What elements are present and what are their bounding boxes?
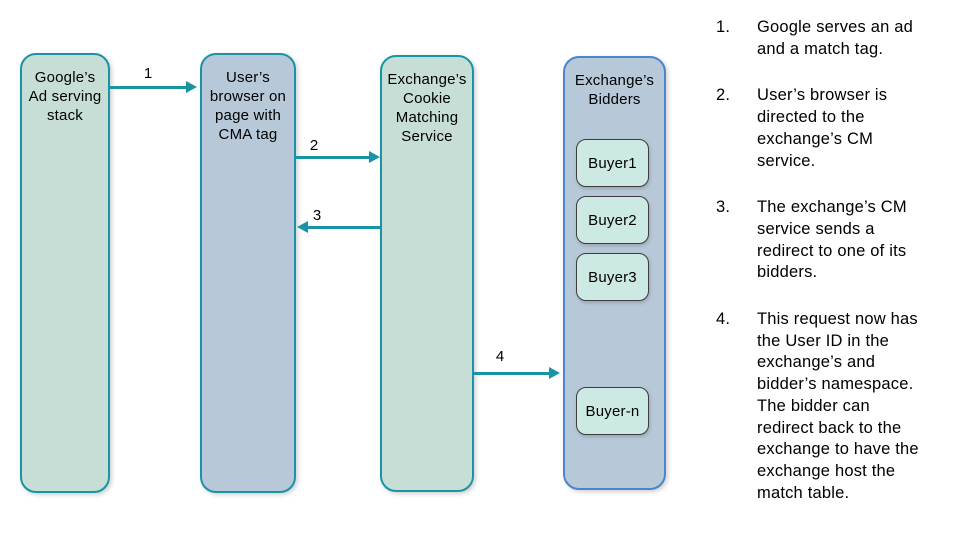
arrow-3-line [308,226,380,229]
arrow-3-head-left-icon [297,221,308,233]
step-text: Google serves an ad and a match tag. [757,18,914,58]
node-cookie-matching-service: Exchange’s Cookie Matching Service [380,55,474,492]
steps-list: 1. Google serves an ad and a match tag. … [712,17,958,529]
step-text: This request now has the User ID in the … [757,310,919,502]
step-number: 2. [716,86,731,105]
node-google-label: Google’s Ad serving stack [28,69,102,124]
arrow-1-head-right-icon [186,81,197,93]
arrow-2-head-right-icon [369,151,380,163]
buyer-n-label: Buyer-n [585,402,640,420]
step-number: 1. [716,18,731,36]
step-item-2: 2. User’s browser is directed to the exc… [712,85,958,172]
arrow-4-label: 4 [495,348,505,365]
buyer3-label: Buyer3 [588,268,637,286]
buyer1-label: Buyer1 [588,154,637,172]
step-text: User’s browser is directed to the exchan… [757,86,888,170]
step-item-4: 4. This request now has the User ID in t… [712,309,958,504]
step-number: 4. [716,310,731,329]
buyer2-label: Buyer2 [588,211,637,229]
buyer-n-box: Buyer-n [576,387,649,435]
arrow-4-line [473,372,549,375]
step-number: 3. [716,198,731,217]
step-item-3: 3. The exchange’s CM service sends a red… [712,197,958,284]
step-text: The exchange’s CM service sends a redire… [757,198,907,282]
arrow-1-line [110,86,186,89]
arrow-3-label: 3 [312,207,322,224]
node-users-browser: User’s browser on page with CMA tag [200,53,296,493]
arrow-1-label: 1 [143,65,153,82]
node-browser-label: User’s browser on page with CMA tag [209,69,287,143]
node-exchange-bidders: Exchange’s Bidders Buyer1 Buyer2 Buyer3 … [563,56,666,490]
buyer3-box: Buyer3 [576,253,649,301]
node-google-ad-serving-stack: Google’s Ad serving stack [20,53,110,493]
arrow-4-head-right-icon [549,367,560,379]
node-bidders-label: Exchange’s Bidders [574,72,655,108]
arrow-2-label: 2 [309,137,319,154]
arrow-2-line [296,156,369,159]
node-cm-label: Exchange’s Cookie Matching Service [387,71,467,145]
buyer2-box: Buyer2 [576,196,649,244]
step-item-1: 1. Google serves an ad and a match tag. [712,17,958,60]
buyer1-box: Buyer1 [576,139,649,187]
